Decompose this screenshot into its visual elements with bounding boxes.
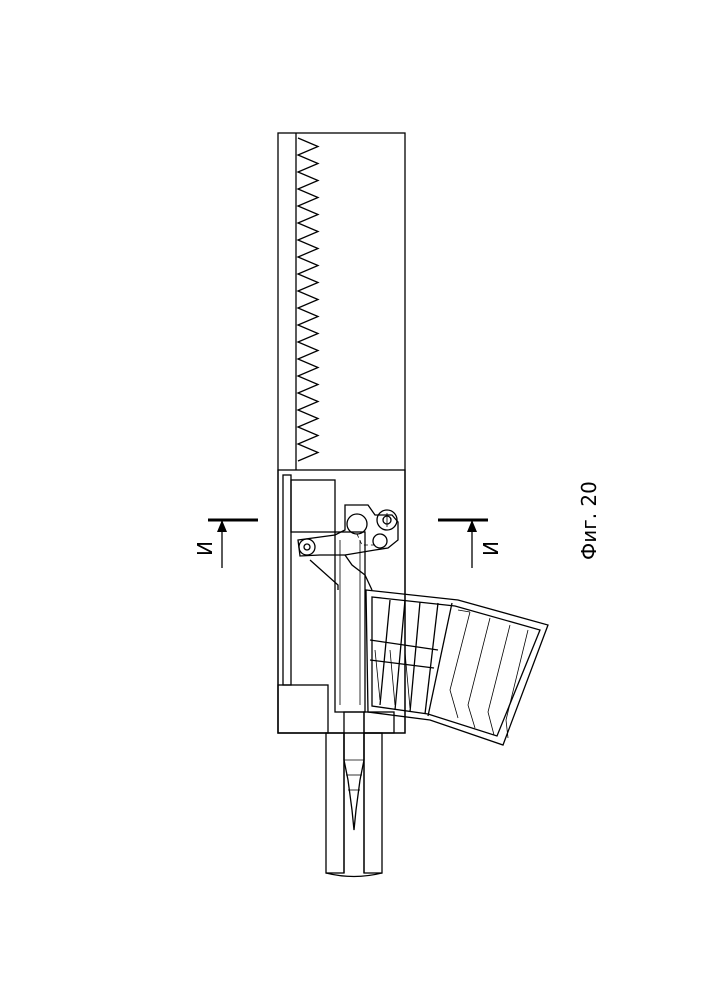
cartridge	[344, 712, 364, 830]
magazine	[366, 590, 548, 745]
lever-mechanism	[298, 505, 398, 590]
figure-caption: Фиг. 20	[577, 481, 601, 560]
recoil-spring	[298, 138, 318, 461]
section-mark-left: И	[193, 520, 258, 568]
section-mark-right: И	[438, 520, 503, 568]
section-label-right: И	[479, 541, 503, 556]
barrel	[326, 712, 394, 877]
section-label-left: И	[193, 541, 217, 556]
